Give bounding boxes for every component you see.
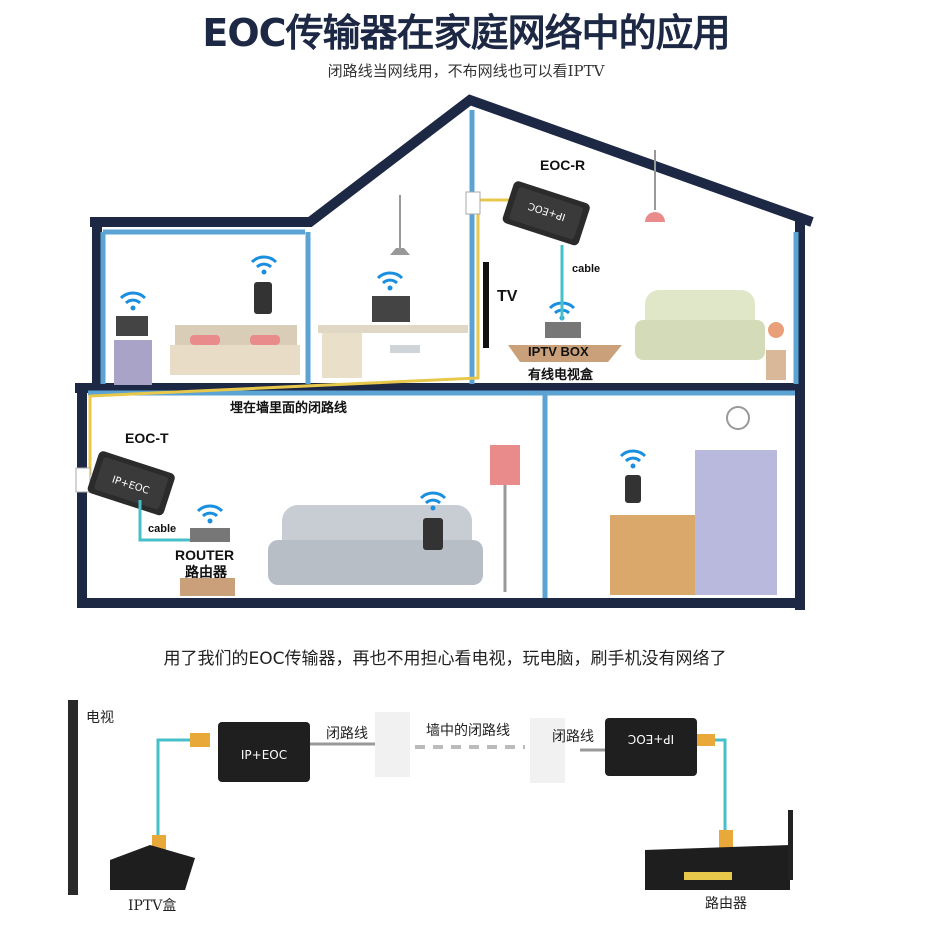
- coax-right-label: 闭路线: [552, 729, 594, 745]
- iptv-box-device: [110, 845, 195, 890]
- diagram-iptv-label: IPTV盒: [128, 897, 176, 914]
- page-subtitle: 闭路线当网线用，不布网线也可以看IPTV: [327, 62, 605, 80]
- diagram-router-label: 路由器: [705, 896, 747, 912]
- iptv-box-cn-label: 有线电视盒: [528, 367, 594, 382]
- wall-cable-label: 埋在墙里面的闭路线: [230, 400, 347, 415]
- router-cn-label: 路由器: [185, 564, 228, 580]
- svg-text:IP+EOC: IP+EOC: [241, 748, 287, 762]
- router-label: ROUTER: [175, 547, 234, 563]
- page-title: EOC传输器在家庭网络中的应用: [202, 11, 730, 55]
- eoc-device-left: IP+EOC: [218, 722, 310, 782]
- router-device: [645, 845, 790, 890]
- inner-walls: [88, 110, 799, 598]
- eoc-r-label: EOC-R: [540, 157, 585, 173]
- diagram-tv-label: 电视: [86, 710, 114, 726]
- coax-wall-label: 墙中的闭路线: [426, 723, 510, 739]
- eoc-t-device: IP+EOC: [86, 450, 177, 517]
- iptv-box-label: IPTV BOX: [528, 344, 589, 359]
- svg-text:IP+EOC: IP+EOC: [628, 732, 674, 746]
- eoc-device-right: IP+EOC: [605, 718, 697, 776]
- tv-screen: [68, 700, 78, 895]
- caption: 用了我们的EOC传输器，再也不用担心看电视，玩电脑，刷手机没有网络了: [163, 649, 727, 669]
- cable-label-top: cable: [572, 263, 600, 275]
- coax-left-label: 闭路线: [326, 726, 368, 742]
- eoc-t-label: EOC-T: [125, 430, 169, 446]
- eoc-r-device: IP+EOC: [501, 180, 592, 247]
- tv-label: TV: [497, 288, 518, 305]
- roof: [90, 94, 814, 227]
- cable-label-bottom: cable: [148, 523, 176, 535]
